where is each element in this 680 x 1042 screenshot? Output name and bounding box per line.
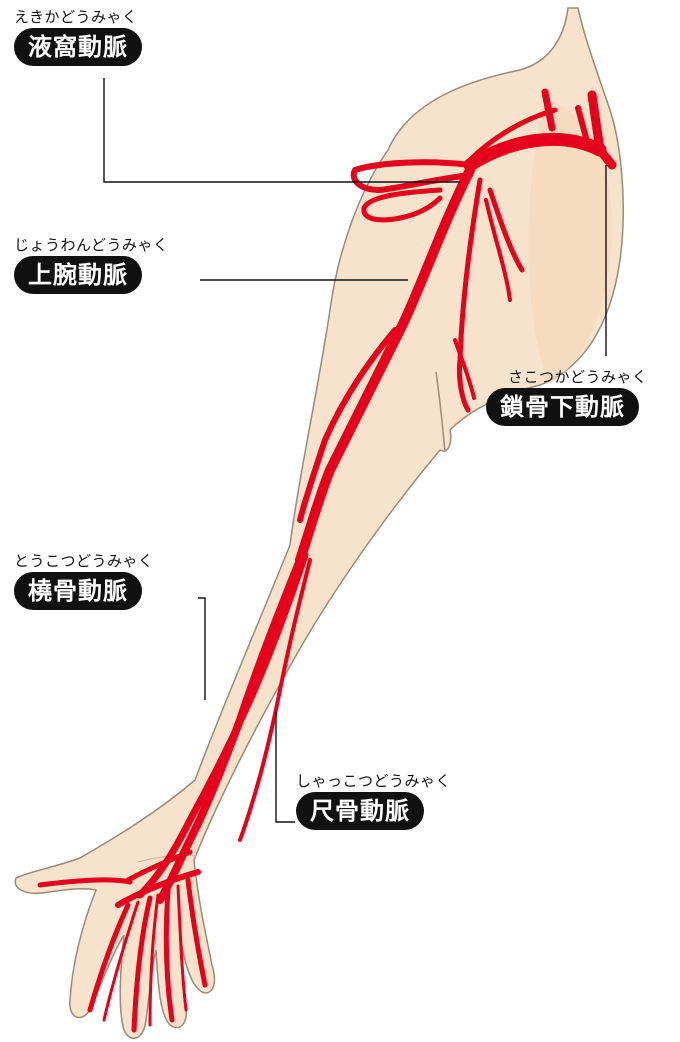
subclavian-artery-label: さこつかどうみゃく 鎖骨下動脈 (486, 368, 648, 426)
ulnar-artery-label: しゃっこつどうみゃく 尺骨動脈 (296, 772, 451, 830)
subclavian-artery-reading: さこつかどうみゃく (508, 368, 648, 386)
radial-artery-reading: とうこつどうみゃく (14, 552, 154, 570)
radial-artery-label: とうこつどうみゃく 橈骨動脈 (14, 552, 154, 610)
subclavian-artery-name: 鎖骨下動脈 (486, 388, 639, 426)
arm-silhouette (15, 8, 623, 1038)
ulnar-artery-name: 尺骨動脈 (296, 792, 424, 830)
brachial-artery-name: 上腕動脈 (14, 256, 142, 294)
axillary-artery-label: えきかどうみゃく 液窩動脈 (14, 8, 142, 66)
ulnar-artery-reading: しゃっこつどうみゃく (296, 772, 451, 790)
axillary-artery-name: 液窩動脈 (14, 28, 142, 66)
radial-leader-line (198, 598, 205, 700)
radial-artery-name: 橈骨動脈 (14, 572, 142, 610)
ulnar-leader-line (276, 712, 295, 822)
brachial-artery-label: じょうわんどうみゃく 上腕動脈 (14, 236, 169, 294)
axillary-artery-reading: えきかどうみゃく (14, 8, 142, 26)
brachial-artery-reading: じょうわんどうみゃく (14, 236, 169, 254)
